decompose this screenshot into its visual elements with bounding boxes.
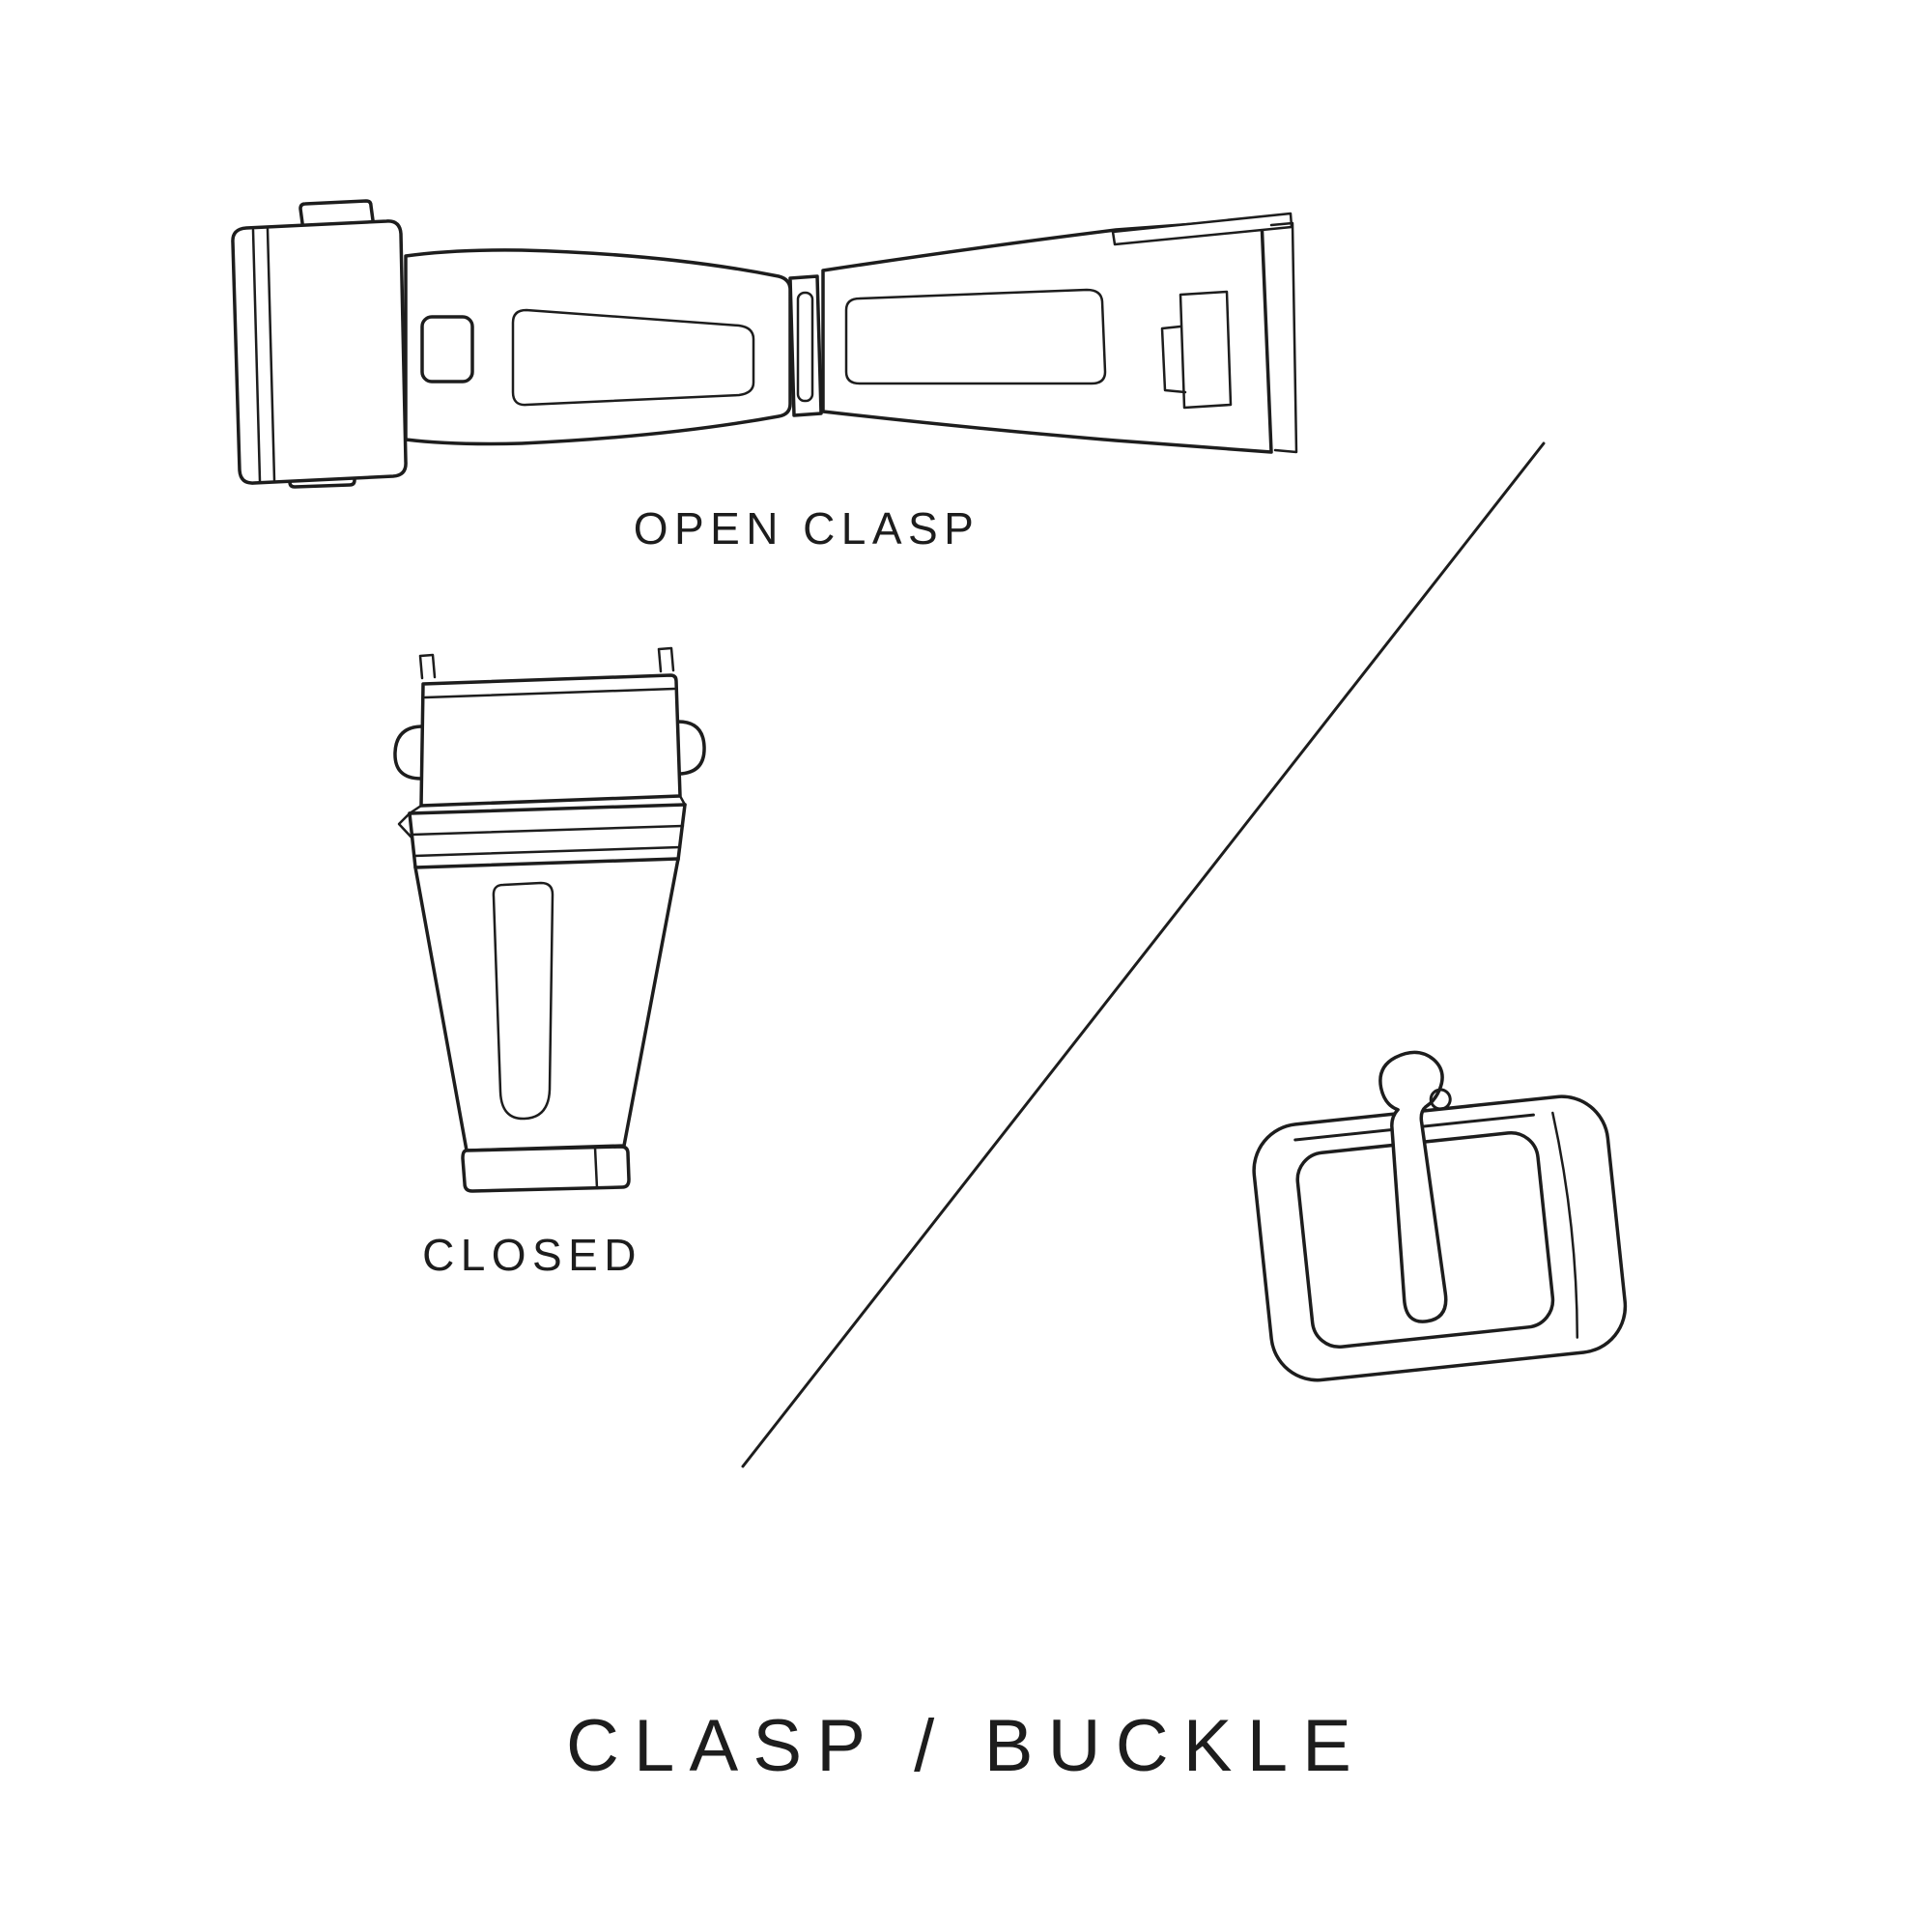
divider-line xyxy=(741,441,1546,1468)
tang-buckle-icon xyxy=(1252,1050,1628,1382)
open-clasp-icon xyxy=(231,199,1298,489)
closed-clasp-icon xyxy=(393,646,706,1193)
page-title: CLASP / BUCKLE xyxy=(565,1705,1367,1787)
closed-clasp-label: CLOSED xyxy=(422,1230,642,1280)
open-clasp-label: OPEN CLASP xyxy=(633,503,980,554)
